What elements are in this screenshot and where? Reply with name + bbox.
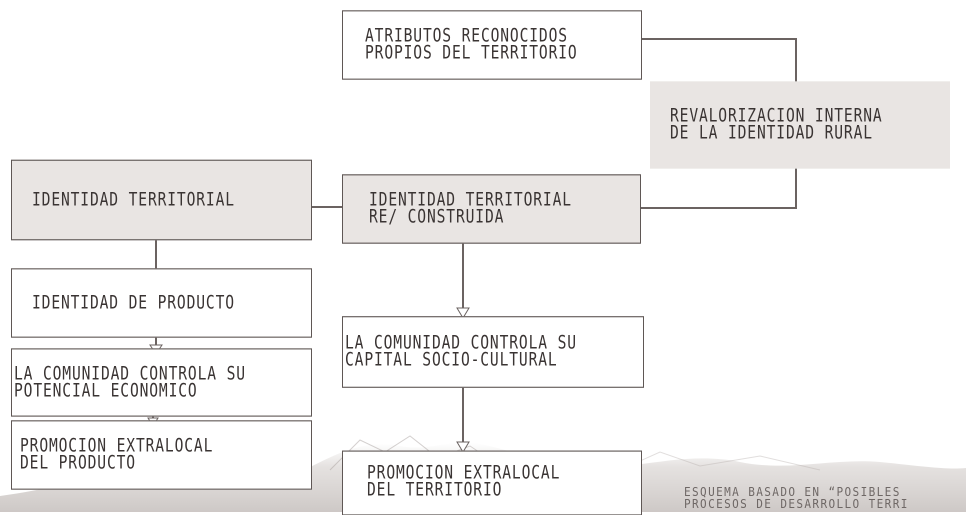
node-atributos: ATRIBUTOS RECONOCIDOS PROPIOS DEL TERRIT… <box>342 10 642 80</box>
diagram-caption: ESQUEMA BASADO EN “POSIBLES PROCESOS DE … <box>684 486 909 511</box>
node-identidad-territorial-label: IDENTIDAD TERRITORIAL <box>32 188 235 211</box>
node-comunidad-potencial-label: LA COMUNIDAD CONTROLA SU POTENCIAL ECONO… <box>14 362 246 402</box>
node-identidad-territorial: IDENTIDAD TERRITORIAL <box>11 159 312 241</box>
node-promocion-territorio-label: PROMOCION EXTRALOCAL DEL TERRITORIO <box>367 461 561 501</box>
node-revalorizacion: REVALORIZACION INTERNA DE LA IDENTIDAD R… <box>650 81 950 169</box>
node-identidad-reconstruida: IDENTIDAD TERRITORIAL RE/ CONSTRUIDA <box>342 174 641 244</box>
node-identidad-producto: IDENTIDAD DE PRODUCTO <box>11 268 312 338</box>
node-promocion-territorio: PROMOCION EXTRALOCAL DEL TERRITORIO <box>342 450 642 515</box>
node-promocion-producto: PROMOCION EXTRALOCAL DEL PRODUCTO <box>11 420 312 490</box>
node-atributos-label: ATRIBUTOS RECONOCIDOS PROPIOS DEL TERRIT… <box>365 24 578 65</box>
node-identidad-reconstruida-label: IDENTIDAD TERRITORIAL RE/ CONSTRUIDA <box>369 188 572 229</box>
node-comunidad-potencial: LA COMUNIDAD CONTROLA SU POTENCIAL ECONO… <box>11 348 312 417</box>
node-comunidad-capital-label: LA COMUNIDAD CONTROLA SU CAPITAL SOCIO-C… <box>345 331 577 372</box>
node-comunidad-capital: LA COMUNIDAD CONTROLA SU CAPITAL SOCIO-C… <box>342 316 644 388</box>
node-identidad-producto-label: IDENTIDAD DE PRODUCTO <box>32 291 235 314</box>
node-promocion-producto-label: PROMOCION EXTRALOCAL DEL PRODUCTO <box>20 434 214 475</box>
node-revalorizacion-label: REVALORIZACION INTERNA DE LA IDENTIDAD R… <box>670 104 883 145</box>
